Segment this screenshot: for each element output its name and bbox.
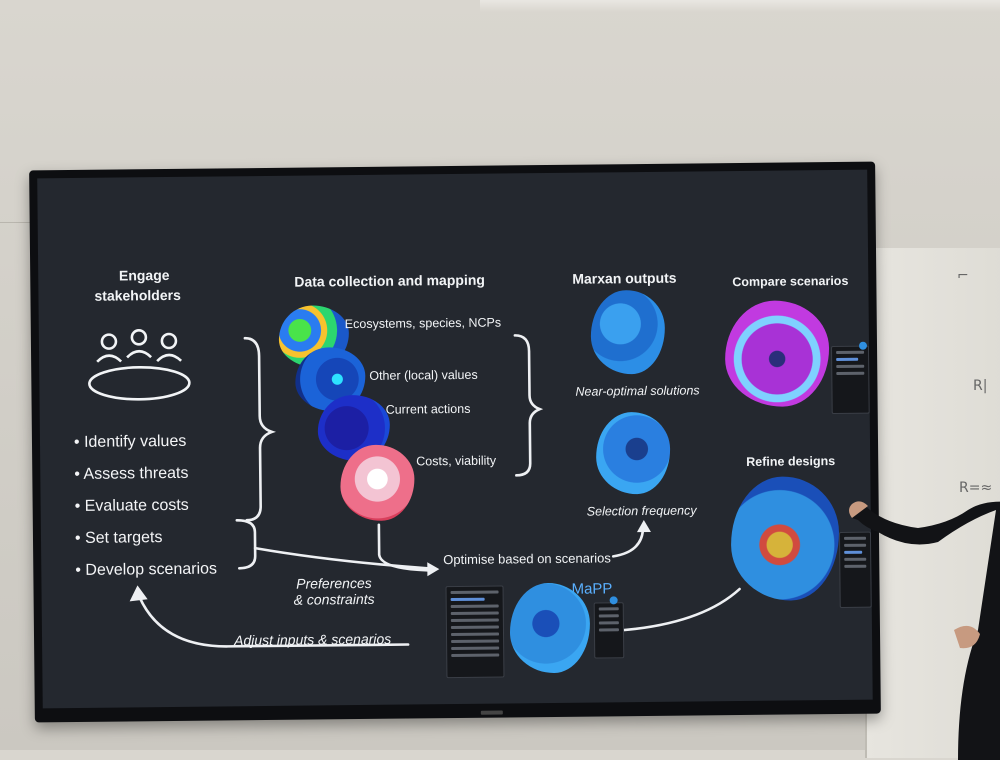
presenter-arm xyxy=(849,501,1000,760)
compare-legend-panel xyxy=(831,345,870,415)
compare-toggle-dot xyxy=(858,341,868,350)
layer-label-current-actions: Current actions xyxy=(385,401,471,417)
mapp-status-dot xyxy=(609,596,618,605)
selection-frequency-map xyxy=(595,411,671,495)
refine-designs-map xyxy=(730,475,840,602)
whiteboard-scribble: ⌐ xyxy=(957,268,969,284)
people-around-table-icon xyxy=(88,329,191,401)
selection-frequency-caption: Selection frequency xyxy=(586,503,697,519)
mapp-map xyxy=(509,582,591,674)
ceiling xyxy=(480,0,1000,12)
whiteboard-scribble: R=≈ xyxy=(959,480,993,496)
stakeholders-title-line2: stakeholders xyxy=(94,286,181,304)
bullet-set-targets: • Set targets xyxy=(74,529,163,547)
mapp-sidebar-panel xyxy=(445,585,505,679)
compare-scenarios-title: Compare scenarios xyxy=(732,273,849,290)
layer-label-local-values: Other (local) values xyxy=(369,367,478,383)
near-optimal-caption: Near-optimal solutions xyxy=(575,383,700,399)
bullet-assess-threats: • Assess threats xyxy=(74,464,189,483)
whiteboard-scribble: R| xyxy=(973,378,988,394)
refine-designs-title: Refine designs xyxy=(746,454,836,469)
bullet-identify-values: • Identify values xyxy=(73,432,187,451)
tv-brand-logo xyxy=(480,710,503,715)
bullet-develop-scenarios: • Develop scenarios xyxy=(75,560,218,579)
diagram-connectors xyxy=(129,334,741,648)
mapp-results-panel xyxy=(593,602,625,659)
preferences-label: Preferences & constraints xyxy=(293,574,375,608)
compare-scenarios-map xyxy=(724,300,830,408)
optimise-label: Optimise based on scenarios xyxy=(443,550,611,568)
layer-label-ecosystems: Ecosystems, species, NCPs xyxy=(344,315,502,332)
stakeholders-title: Engage xyxy=(118,266,170,284)
near-optimal-map xyxy=(590,289,666,375)
marxan-title: Marxan outputs xyxy=(572,269,677,287)
presentation-slide: Engage stakeholders • Identify values • … xyxy=(37,169,873,709)
bullet-evaluate-costs: • Evaluate costs xyxy=(74,496,189,515)
adjust-inputs-label: Adjust inputs & scenarios xyxy=(233,630,392,649)
data-collection-title: Data collection and mapping xyxy=(294,271,485,290)
layer-label-costs: Costs, viability xyxy=(416,453,497,469)
costs-map-layer xyxy=(340,444,415,522)
tv-display: Engage stakeholders • Identify values • … xyxy=(29,161,881,723)
wall-edge xyxy=(0,222,40,223)
